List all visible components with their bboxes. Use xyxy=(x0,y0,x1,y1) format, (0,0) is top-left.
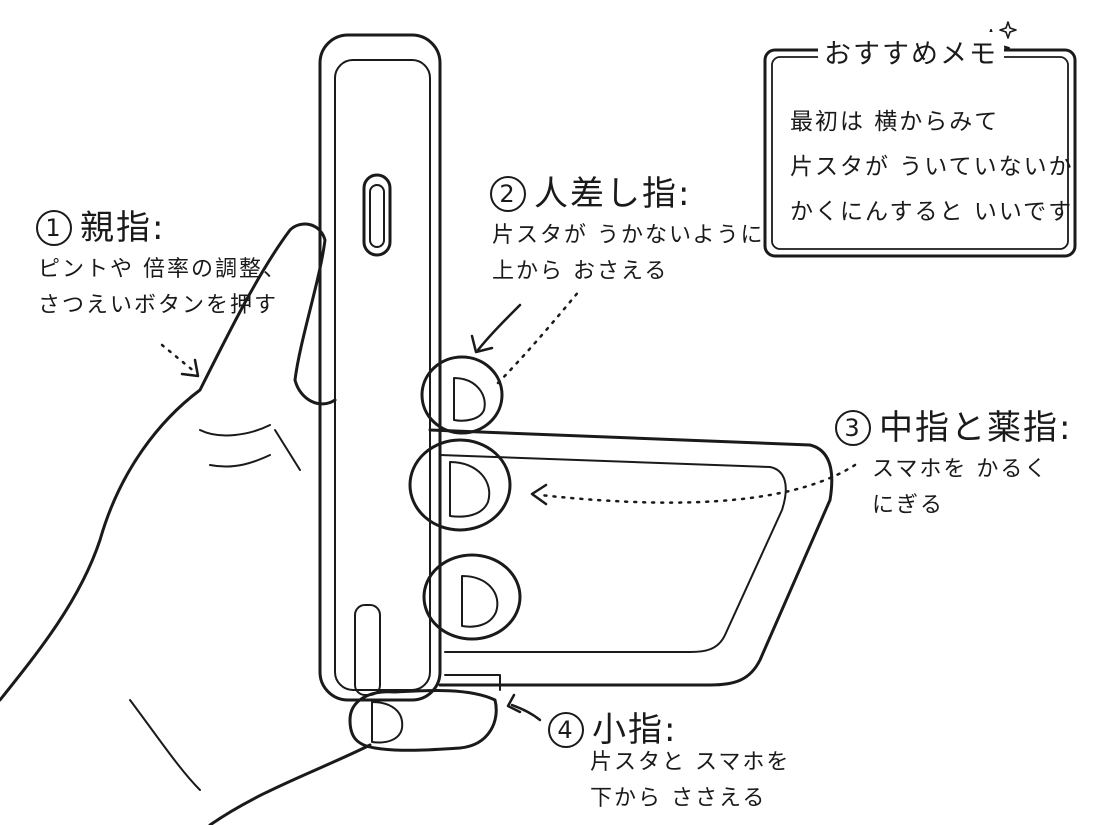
middle-finger xyxy=(408,438,512,532)
stand-inner xyxy=(439,454,787,653)
little-desc-line: 下から ささえる xyxy=(590,786,767,811)
palm-crease-3 xyxy=(129,699,201,791)
hand-outline xyxy=(0,222,337,702)
step-number-badge: 1 xyxy=(36,210,72,246)
hand-lower-edge xyxy=(208,743,372,825)
little-arrow-curve xyxy=(510,703,542,722)
stand-outer xyxy=(428,428,834,687)
ring-finger xyxy=(422,553,522,641)
little-title: 小指: xyxy=(592,710,678,750)
phone-side-button xyxy=(362,173,392,257)
index-description: 片スタが うかないように 上から おさえる xyxy=(492,218,765,290)
thumb-description: ピントや 倍率の調整、 さつえいボタンを押す xyxy=(38,252,287,324)
index-arrow-head xyxy=(470,334,494,354)
sparkle-small-icon xyxy=(999,21,1017,39)
middle-fingernail xyxy=(449,461,491,518)
little-finger xyxy=(348,688,498,752)
middle-arrow-head xyxy=(530,483,548,506)
memo-line: 片スタが ういていないか xyxy=(790,154,1074,180)
index-title: 人差し指: xyxy=(534,174,692,214)
memo-line: 最初は 横からみて xyxy=(790,109,1000,135)
memo-body: 最初は 横からみて 片スタが ういていないか かくにんすると いいです xyxy=(790,100,1074,235)
index-desc-line: 片スタが うかないように xyxy=(492,223,765,248)
step-number-badge: 2 xyxy=(490,176,526,212)
thumb-desc-line: ピントや 倍率の調整、 xyxy=(38,257,287,282)
little-description: 片スタと スマホを 下から ささえる xyxy=(590,745,790,817)
little-fingernail xyxy=(371,701,404,744)
step-number-badge: 3 xyxy=(835,410,871,446)
phone-bottom-clip xyxy=(354,604,381,696)
step-number-badge: 4 xyxy=(548,712,584,748)
index-leader xyxy=(496,288,582,385)
ring-fingernail xyxy=(461,575,499,628)
middle-ring-desc-line: スマホを かるく xyxy=(872,457,1049,482)
index-finger xyxy=(420,355,504,435)
little-desc-line: 片スタと スマホを xyxy=(590,750,791,775)
thumb-title: 親指: xyxy=(80,208,166,248)
thumb-leader xyxy=(160,343,197,374)
middle-ring-description: スマホを かるく にぎる xyxy=(872,452,1048,524)
phone-side-button-inner xyxy=(369,184,385,248)
index-desc-line: 上から おさえる xyxy=(492,259,669,284)
palm-crease-2 xyxy=(209,454,271,468)
thumb-arrow xyxy=(180,358,200,378)
little-arrow-head xyxy=(506,693,522,714)
palm-crease-4 xyxy=(274,429,301,471)
thumb-desc-line: さつえいボタンを押す xyxy=(38,293,279,318)
stand-base xyxy=(444,674,501,691)
index-arrow-curve xyxy=(476,303,522,352)
index-fingernail xyxy=(453,377,486,422)
palm-crease-1 xyxy=(199,424,271,437)
middle-leader xyxy=(538,463,857,504)
phone-side-inner xyxy=(334,59,431,691)
middle-ring-desc-line: にぎる xyxy=(872,493,945,518)
memo-title: おすすめメモ xyxy=(818,32,1004,71)
middle-ring-title: 中指と薬指: xyxy=(879,408,1073,448)
memo-line: かくにんすると いいです xyxy=(790,199,1074,225)
phone-side-body xyxy=(318,33,442,702)
